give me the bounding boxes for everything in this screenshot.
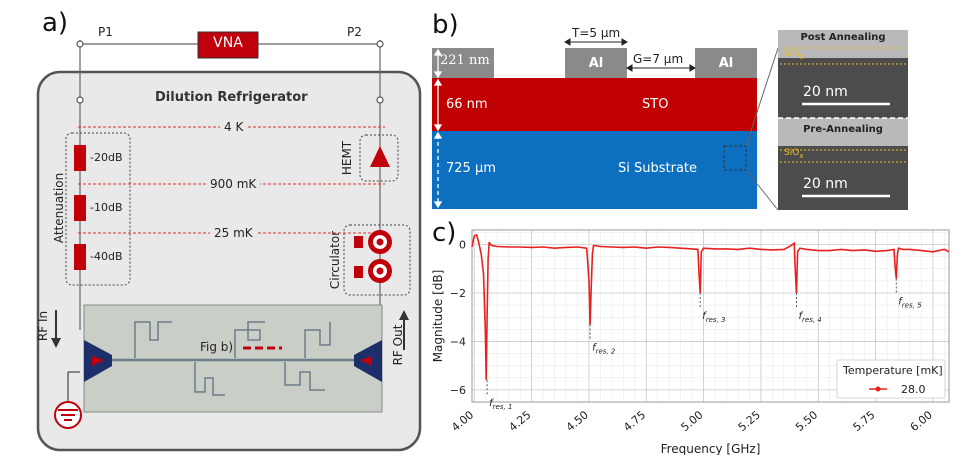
plot-frame [471, 229, 950, 403]
resonance-annotation: fres, 3 [702, 311, 725, 324]
al-thickness-label: 221 nm [440, 53, 490, 68]
sto-layer [432, 78, 757, 131]
rf-out-label: RF Out [391, 324, 405, 366]
fridge-title: Dilution Refrigerator [155, 90, 308, 105]
resonance-annotation: fres, 4 [798, 311, 821, 324]
ground-icon [54, 401, 82, 429]
stage-4k-label: 4 K [220, 120, 248, 134]
x-tick-label: 5.00 [678, 408, 705, 434]
attenuator-label-3: -40dB [90, 250, 123, 263]
vna-box [197, 31, 259, 59]
x-tick-label: 4.25 [506, 408, 533, 434]
legend-entry: 28.0 [901, 383, 926, 396]
chip-photo [83, 304, 383, 413]
circulator-label: Circulator [328, 230, 342, 290]
y-tick-label: −6 [450, 384, 466, 397]
panel-a-letter: a) [42, 8, 69, 38]
port-1-label: P1 [98, 25, 113, 39]
y-axis-label: Magnitude [dB] [431, 270, 445, 363]
resonance-annotation: fres, 2 [592, 342, 616, 355]
resonance-annotation: fres, 5 [898, 296, 922, 309]
attenuator-40db [74, 244, 86, 270]
attenuator-label-1: -20dB [90, 151, 123, 164]
sto-layer-label: STO [642, 97, 669, 112]
gap-width-label: G=7 μm [633, 52, 684, 66]
x-axis-label: Frequency [GHz] [661, 442, 761, 455]
sem-image [778, 30, 908, 210]
circulator-icon [354, 230, 392, 283]
panel-c-letter: c) [432, 218, 457, 248]
y-tick-label: −4 [450, 335, 466, 348]
resonance-annotation: fres, 1 [489, 398, 512, 411]
vna-label: VNA [213, 35, 243, 51]
width-arrows [564, 38, 696, 72]
fig-b-label: Fig b) [200, 340, 234, 354]
rf-in-arrow [51, 310, 61, 348]
resonator-traces [100, 321, 365, 396]
thickness-arrows [433, 48, 443, 209]
rf-in-label: RF In [36, 310, 50, 342]
al-right-block [695, 48, 757, 78]
attenuation-label: Attenuation [52, 172, 66, 244]
x-tick-label: 5.25 [736, 408, 763, 434]
chart-annotations: fres, 1 fres, 2 fres, 3 fres, 4 fres, 5 [486, 278, 922, 411]
hemt-label: HEMT [340, 140, 354, 176]
panel-b-letter: b) [432, 10, 459, 40]
hemt-amplifier-icon [370, 146, 390, 167]
si-thickness-label: 725 μm [446, 161, 496, 176]
y-tick-label: 0 [459, 239, 466, 252]
rf-out-arrow [399, 310, 409, 350]
y-tick-label: −2 [450, 287, 466, 300]
x-tick-label: 4.50 [564, 408, 591, 434]
sem-scale-label-bottom: 20 nm [803, 176, 848, 192]
sto-thickness-label: 66 nm [446, 97, 488, 112]
panel-a-schematic [36, 31, 422, 452]
attenuator-20db [74, 145, 86, 171]
al-center-block [565, 48, 627, 78]
sem-post-annealing-label: Post Annealing [800, 32, 886, 43]
sem-sio-label-top: SiOx [784, 49, 804, 61]
si-layer-label: Si Substrate [618, 161, 698, 176]
x-tick-label: 5.50 [793, 408, 820, 434]
sem-scale-label-top: 20 nm [803, 84, 848, 100]
sem-sio-label-bottom: SiOx [784, 148, 804, 160]
x-tick-label: 6.00 [908, 408, 935, 434]
stage-25mk-label: 25 mK [210, 226, 257, 240]
legend-title: Temperature [mK] [842, 364, 943, 377]
si-substrate-layer [432, 131, 757, 209]
al-center-label: Al [588, 56, 604, 71]
x-tick-label: 5.75 [850, 408, 877, 434]
resonance-chart: 4.00 4.25 4.50 4.75 5.00 5.25 5.50 5.75 6.00 0 −2 −… [431, 229, 950, 455]
attenuator-10db [74, 195, 86, 221]
sem-pre-annealing-label: Pre-Annealing [803, 124, 883, 135]
x-tick-label: 4.00 [449, 408, 476, 434]
port-2-label: P2 [347, 25, 362, 39]
attenuator-label-2: -10dB [90, 201, 123, 214]
zoom-region [723, 145, 747, 171]
al-right-label: Al [718, 56, 734, 71]
stage-900mk-label: 900 mK [206, 177, 261, 191]
conductor-width-label: T=5 μm [572, 26, 621, 40]
al-left-block [432, 48, 494, 78]
x-tick-label: 4.75 [621, 408, 648, 434]
series-line-28mk [471, 233, 950, 381]
chart-grid [472, 230, 949, 403]
legend: Temperature [mK] 28.0 [836, 359, 946, 399]
panel-b-crosssection [432, 30, 908, 211]
